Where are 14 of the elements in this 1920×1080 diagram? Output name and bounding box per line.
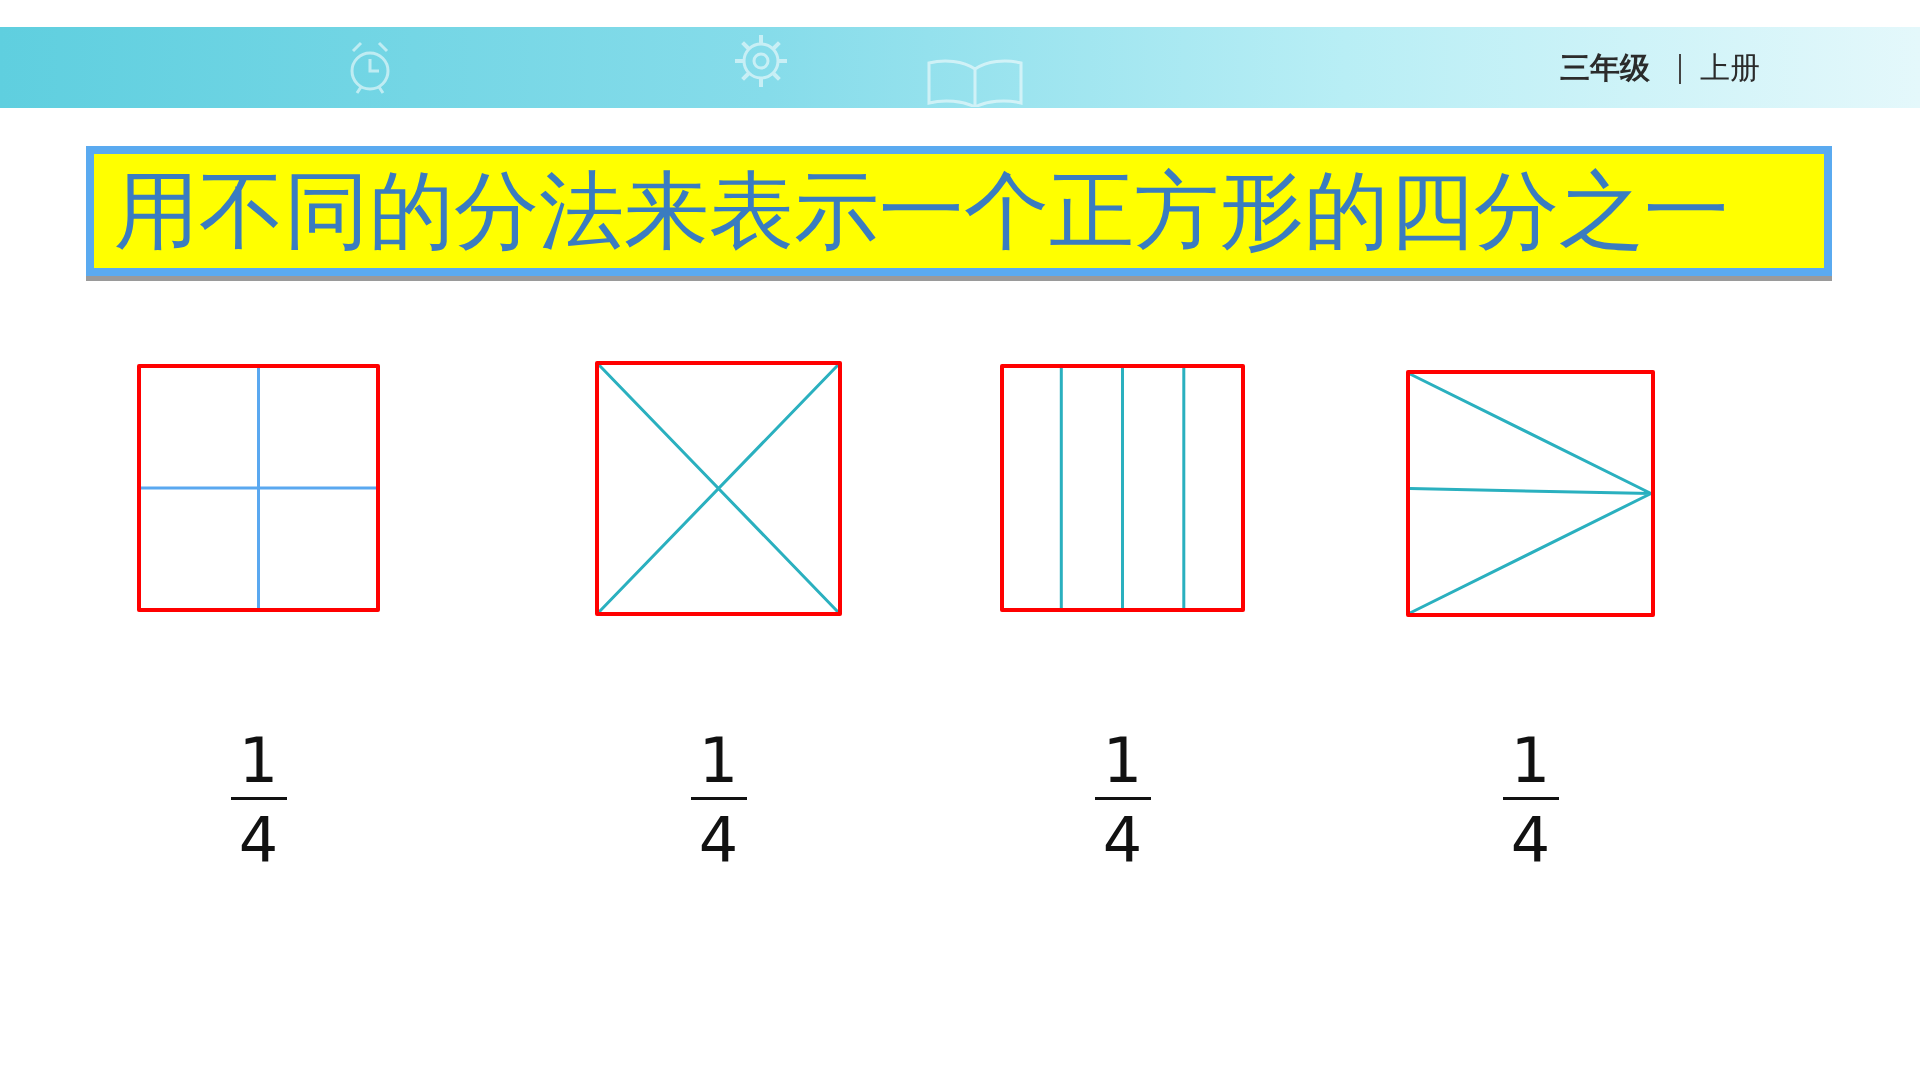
fraction-denominator: 4	[1509, 810, 1552, 872]
fraction-numerator: 1	[697, 730, 740, 792]
volume-label: 上册	[1700, 49, 1760, 87]
divided-square	[1000, 364, 1245, 612]
divided-square	[1406, 370, 1655, 617]
grade-label: 三年级	[1560, 49, 1650, 87]
divided-square	[595, 361, 842, 616]
fraction-denominator: 4	[1101, 810, 1144, 872]
fraction-denominator: 4	[237, 810, 280, 872]
fraction-numerator: 1	[1509, 730, 1552, 792]
fraction-numerator: 1	[1101, 730, 1144, 792]
fraction-numerator: 1	[237, 730, 280, 792]
divided-square	[137, 364, 380, 612]
fraction-denominator: 4	[697, 810, 740, 872]
